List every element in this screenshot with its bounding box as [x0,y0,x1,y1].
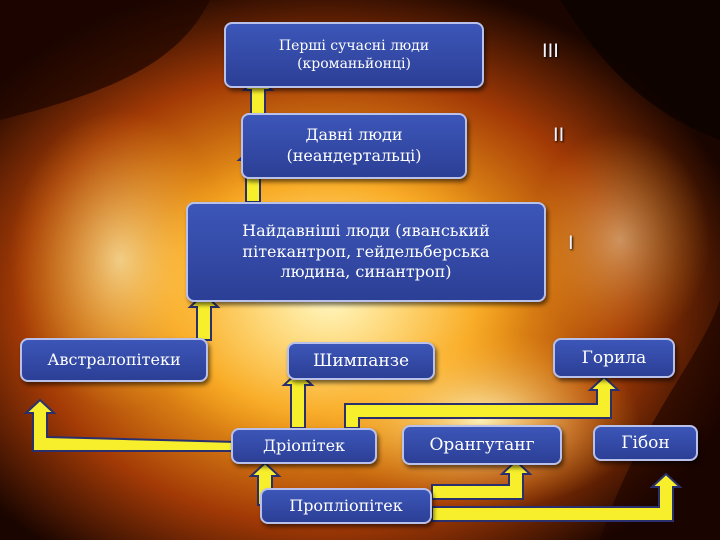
node-oldest-humans-text: Найдавніші люди (яванський пітекантроп, … [242,221,490,283]
node-neanderthals-text: Давні люди (неандертальці) [286,125,421,167]
arrow-dryopithecus-to-australopithecines [23,398,238,452]
node-cromagnons: Перші сучасні люди (кроманьйонці) [224,22,484,88]
node-dryopithecus-label: Дріопітек [262,435,346,455]
node-oldest-humans-line3: людина, синантроп) [280,262,452,282]
arrow-propliopithecus-to-orangutan [431,459,533,500]
node-propliopithecus-label: Пропліопітек [289,495,403,515]
node-gibbon-label: Гібон [621,432,670,453]
arrow-propliopithecus-to-gibbon [431,472,683,522]
stage-label-ii: II [553,124,565,146]
node-cromagnons-line2: (кроманьйонці) [297,56,411,72]
node-chimpanzee-label: Шимпанзе [312,350,410,371]
node-oldest-humans-line2: пітекантроп, гейдельберська [242,241,490,261]
arrow-dryopithecus-to-gorilla [344,375,621,429]
node-neanderthals-line1: Давні люди [305,125,403,145]
node-gibbon: Гібон [593,425,698,461]
node-gorilla: Горила [553,338,675,378]
node-australopithecines-label: Австралопітеки [47,349,181,369]
node-neanderthals: Давні люди (неандертальці) [241,113,467,179]
node-chimpanzee: Шимпанзе [287,342,435,380]
node-orangutan-label: Орангутанг [429,434,535,455]
arrow-dryopithecus-to-chimpanzee [281,370,315,429]
node-propliopithecus: Пропліопітек [260,488,432,524]
node-cromagnons-line1: Перші сучасні люди [278,37,430,54]
node-oldest-humans-line1: Найдавніші люди (яванський [242,220,490,240]
stage-label-iii: III [542,40,559,62]
node-cromagnons-text: Перші сучасні люди (кроманьйонці) [279,37,429,73]
node-dryopithecus: Дріопітек [231,428,377,464]
node-orangutan: Орангутанг [402,425,562,465]
stage-label-i: I [568,232,574,254]
node-gorilla-label: Горила [581,347,647,368]
node-australopithecines: Австралопітеки [20,338,208,382]
node-neanderthals-line2: (неандертальці) [286,146,422,165]
node-oldest-humans: Найдавніші люди (яванський пітекантроп, … [186,202,546,302]
